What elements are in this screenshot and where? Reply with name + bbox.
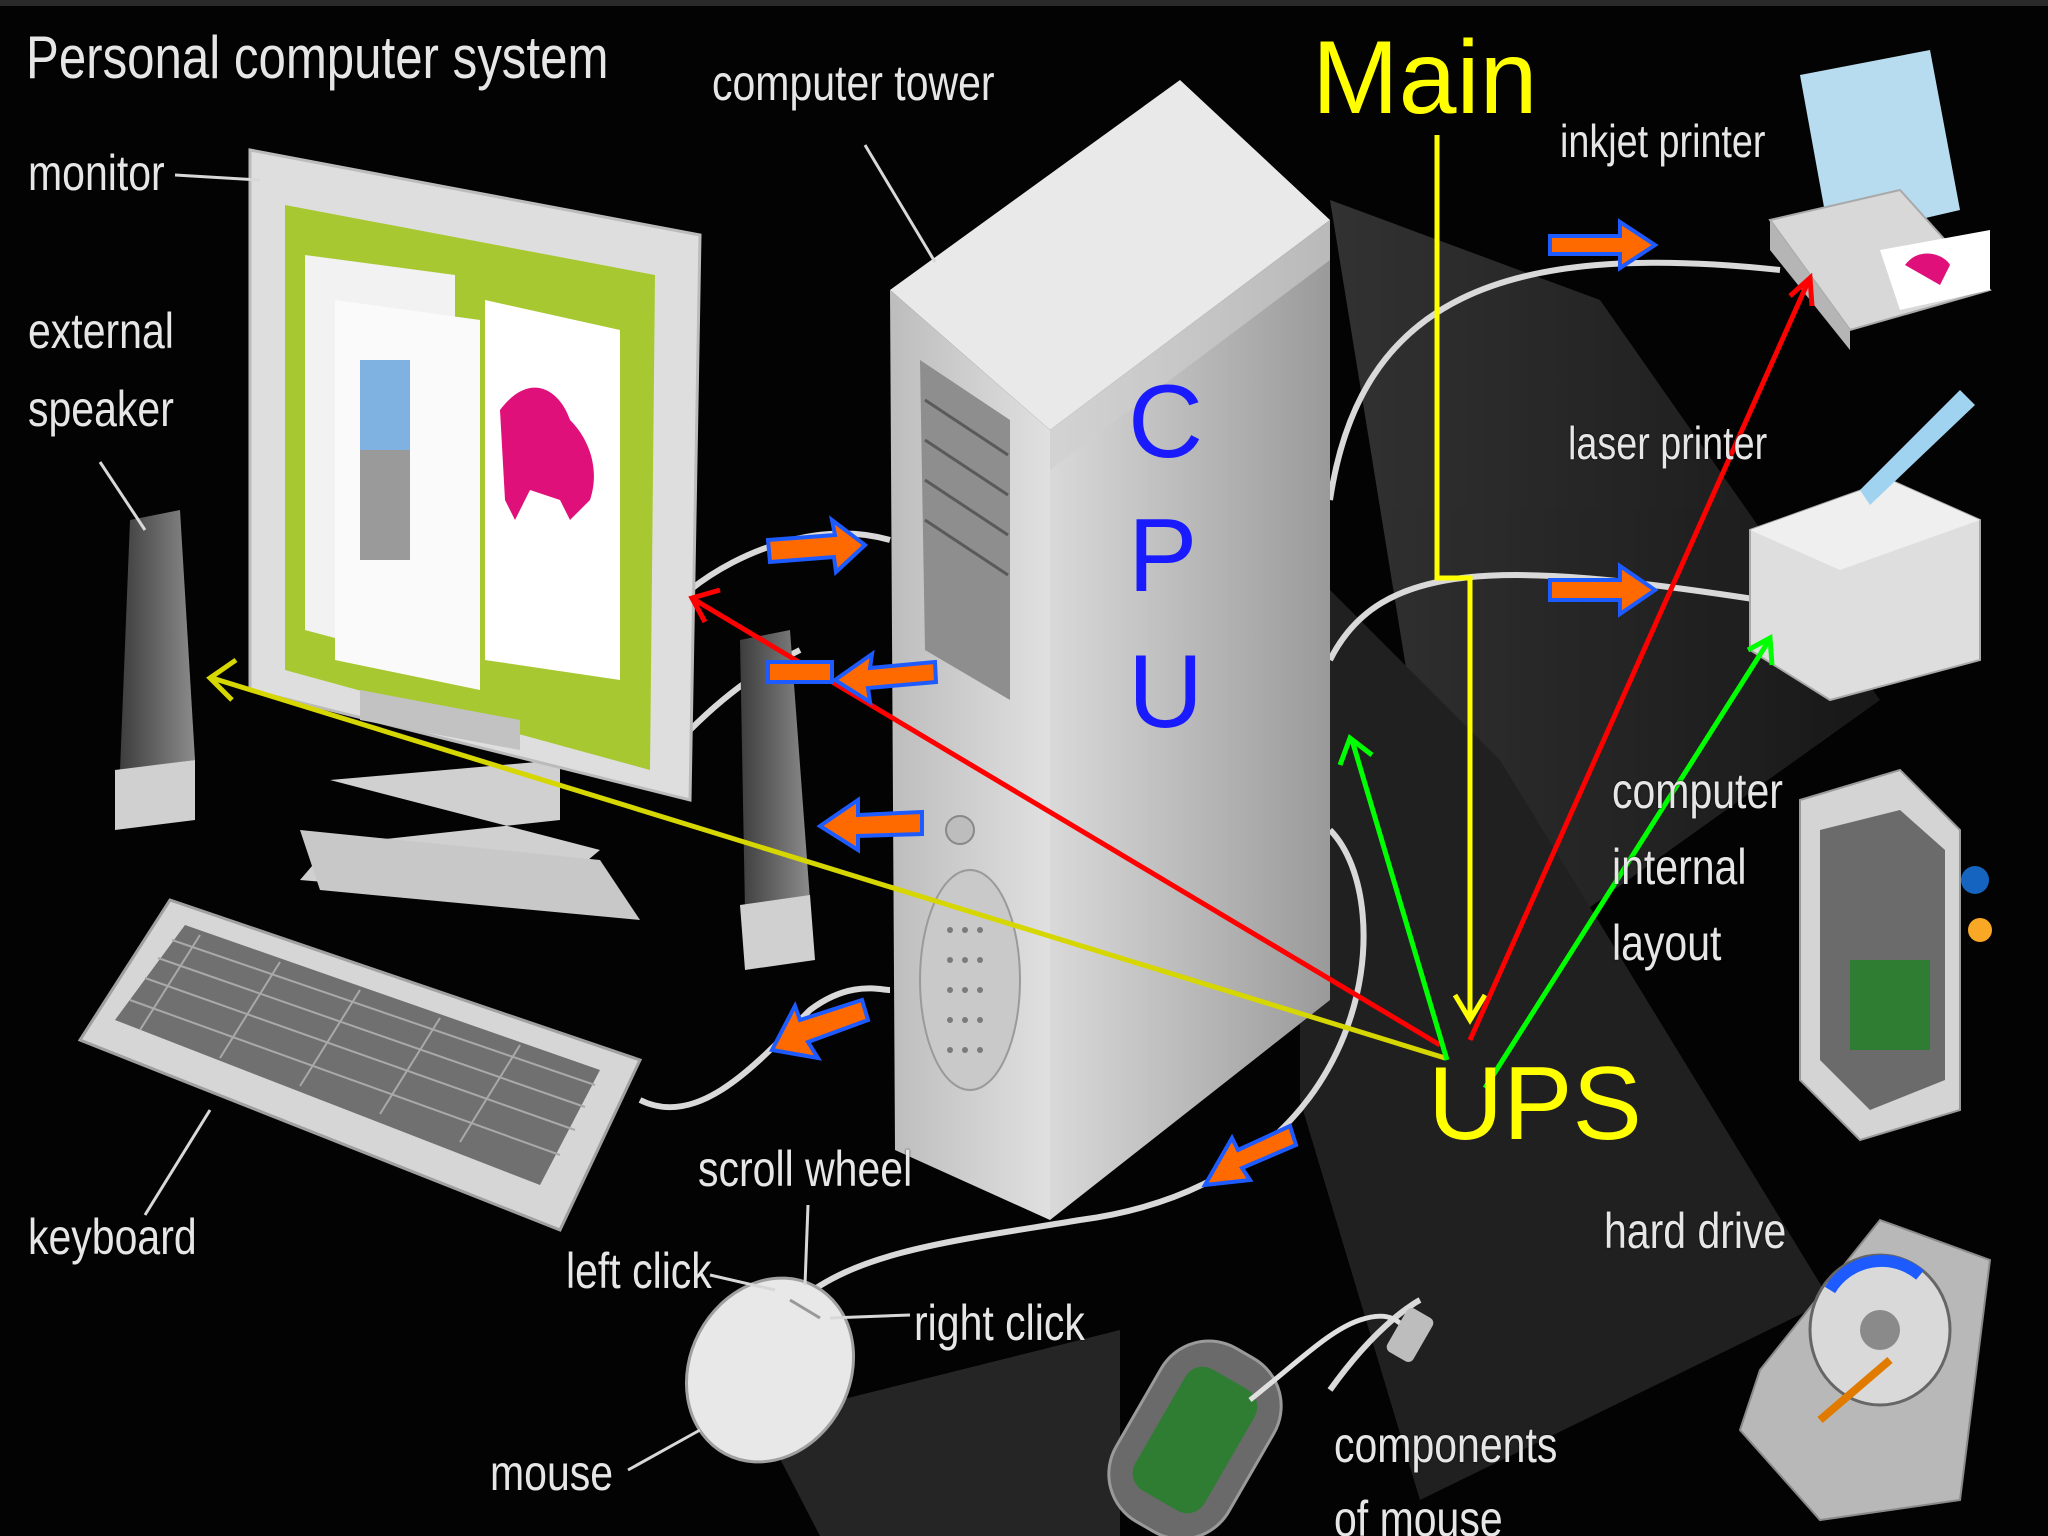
keyboard-illustration	[77, 898, 643, 1232]
annotation-cpu-letter-u: U	[1128, 634, 1204, 750]
label-monitor: monitor	[28, 145, 165, 201]
label-right-click: right click	[914, 1295, 1085, 1351]
block-arrow-speaker-bar	[766, 660, 834, 684]
label-left-click: left click	[566, 1243, 712, 1299]
label-scroll-wheel: scroll wheel	[698, 1141, 913, 1197]
ups-to-tower-arrow	[1349, 739, 1450, 1061]
label-external-speaker-line2: speaker	[28, 381, 174, 437]
label-hard-drive: hard drive	[1604, 1203, 1787, 1259]
annotation-main: Main	[1312, 20, 1538, 136]
ups-to-monitor-arrowhead	[688, 587, 721, 624]
printers-illustration	[1749, 50, 1992, 702]
label-computer-internal-layout-line1: computer	[1612, 763, 1783, 819]
annotation-cpu-letter-c: C	[1128, 364, 1204, 480]
label-inkjet-printer: inkjet printer	[1560, 115, 1766, 167]
label-components-of-mouse-line1: components	[1334, 1417, 1558, 1473]
diagram-title: Personal computer system	[26, 24, 609, 91]
ups-to-laser-printer-arrow	[1482, 640, 1771, 1090]
label-computer-internal-layout-line3: layout	[1612, 915, 1722, 971]
main-to-ups-line	[1434, 135, 1473, 1015]
annotation-ups: UPS	[1428, 1046, 1642, 1162]
leader-lines	[98, 144, 937, 1472]
block-arrow-cable-monitor	[765, 515, 869, 577]
computer-tower-illustration	[890, 80, 1330, 1220]
ups-to-inkjet-printer-arrow	[1467, 280, 1811, 1042]
block-arrows	[765, 218, 1659, 1188]
main-to-ups-arrowhead	[1452, 993, 1488, 1025]
block-arrow-cable-speaker	[831, 649, 939, 706]
hard-drive-illustration	[1738, 1218, 1992, 1522]
monitor-illustration	[248, 148, 702, 920]
ups-to-inkjet-printer-arrowhead	[1788, 272, 1815, 307]
top-border	[0, 0, 2048, 6]
label-external-speaker-line1: external	[28, 303, 174, 359]
ups-to-laser-printer-arrowhead	[1746, 633, 1775, 666]
ups-to-speaker-arrow	[211, 675, 1446, 1061]
annotation-cpu-letter-p: P	[1128, 498, 1198, 614]
block-arrow-laser-cable	[1548, 562, 1659, 618]
ups-to-speaker-arrowhead	[206, 657, 238, 702]
internal-layout-illustration	[1799, 768, 1992, 1142]
speakers-illustration	[115, 510, 815, 970]
ups-to-tower-arrowhead	[1337, 733, 1374, 766]
mouse-illustration	[684, 1276, 1434, 1536]
block-arrow-mouse-cable	[1201, 1123, 1299, 1188]
block-arrow-inkjet-cable	[1548, 218, 1659, 272]
label-computer-internal-layout-line2: internal	[1612, 839, 1747, 895]
label-laser-printer: laser printer	[1568, 417, 1768, 469]
label-computer-tower: computer tower	[712, 55, 995, 111]
label-components-of-mouse-line2: of mouse	[1334, 1491, 1503, 1536]
block-arrow-tower-front	[816, 796, 924, 854]
block-arrow-keyboard-cable	[768, 997, 871, 1061]
label-keyboard: keyboard	[28, 1209, 197, 1265]
label-mouse: mouse	[490, 1445, 614, 1501]
